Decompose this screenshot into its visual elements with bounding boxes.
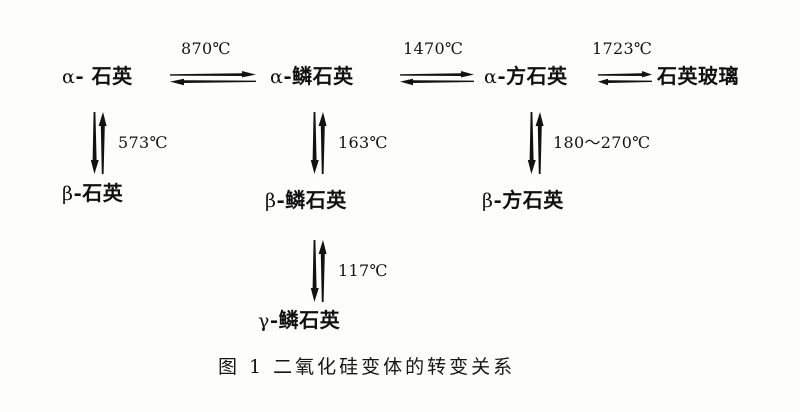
node-beta-cristobalite: β-方石英 [482,190,564,211]
node-alpha-cristobalite-dash: - [497,64,507,88]
equilibrium-arrow-alpha-beta-cristobalite [525,112,547,174]
equilibrium-arrow-alpha-beta-tridymite [308,112,330,174]
node-alpha-quartz: α- 石英 [62,66,133,87]
equilibrium-arrow-quartz-tridymite [170,68,256,88]
temp-cristobalite-glass: 1723℃ [592,39,653,58]
node-beta-cristobalite-greek: β [482,190,494,212]
node-alpha-cristobalite: α-方石英 [484,66,568,87]
node-gamma-tridymite-name: 鳞石英 [278,308,341,332]
equilibrium-arrow-cristobalite-glass [598,68,652,88]
node-alpha-tridymite-name: 鳞石英 [292,64,354,88]
temp-tridymite-cristobalite: 1470℃ [403,39,464,58]
figure-caption: 图 1 二氧化硅变体的转变关系 [218,356,516,378]
node-beta-tridymite-greek: β [265,190,277,212]
node-alpha-quartz-greek: α [62,66,76,88]
node-quartz-glass: 石英玻璃 [657,66,739,86]
temp-alpha-beta-cristobalite: 180～270℃ [553,133,651,152]
node-beta-quartz-dash: - [73,181,83,205]
node-beta-quartz: β-石英 [62,183,123,204]
node-beta-tridymite-name: 鳞石英 [285,188,347,212]
temp-alpha-beta-tridymite: 163℃ [338,133,388,152]
equilibrium-arrow-tridymite-cristobalite [400,68,474,88]
equilibrium-arrow-beta-gamma-tridymite [308,240,330,302]
node-beta-cristobalite-name: 方石英 [502,188,564,212]
node-gamma-tridymite-dash: - [269,308,279,332]
equilibrium-arrow-alpha-beta-quartz [88,112,110,174]
node-alpha-cristobalite-name: 方石英 [506,64,568,88]
node-gamma-tridymite-greek: γ [258,310,270,332]
node-beta-tridymite-dash: - [276,188,286,212]
temp-quartz-tridymite: 870℃ [181,39,231,58]
node-quartz-glass-name: 石英玻璃 [657,64,739,88]
node-alpha-tridymite-dash: - [283,64,293,88]
node-alpha-tridymite: α-鳞石英 [270,66,354,87]
temp-beta-gamma-tridymite: 117℃ [338,261,388,280]
node-alpha-tridymite-greek: α [270,66,284,88]
node-alpha-cristobalite-greek: α [484,66,498,88]
node-alpha-quartz-dash: - [75,64,85,88]
node-beta-tridymite: β-鳞石英 [265,190,347,211]
temp-alpha-beta-quartz: 573℃ [118,133,168,152]
node-alpha-quartz-name: 石英 [91,64,133,88]
node-beta-quartz-greek: β [62,183,74,205]
node-gamma-tridymite: γ-鳞石英 [258,310,340,331]
node-beta-quartz-name: 石英 [82,181,124,205]
node-beta-cristobalite-dash: - [493,188,503,212]
